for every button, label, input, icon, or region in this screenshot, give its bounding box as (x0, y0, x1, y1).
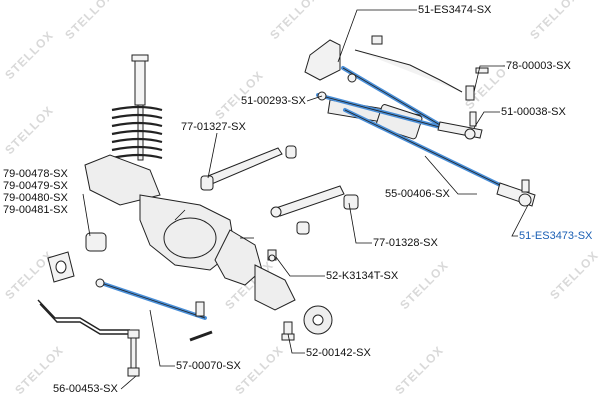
drag-link-upper (304, 35, 489, 101)
part-label-51-00038: 51-00038-SX (500, 106, 567, 118)
ball-joint-52-K3134T (267, 249, 277, 262)
watermark: STELLOX (392, 343, 446, 397)
part-label-77-01328: 77-01328-SX (372, 237, 439, 249)
part-label-79-00479: 79-00479-SX (2, 180, 69, 192)
watermark: STELLOX (267, 0, 321, 42)
watermark: STELLOX (527, 0, 581, 42)
part-label-79-00480: 79-00480-SX (2, 192, 69, 204)
stabilizer-bar (37, 299, 130, 335)
part-label-57-00070: 57-00070-SX (175, 360, 242, 372)
part-label-56-00453: 56-00453-SX (52, 383, 119, 395)
watermark: STELLOX (2, 248, 56, 302)
part-label-52-00142: 52-00142-SX (305, 347, 372, 359)
tie-rod-51-ES3474 (341, 66, 442, 127)
stabilizer-bushing (47, 232, 107, 283)
part-label-79-00481: 79-00481-SX (2, 204, 69, 216)
axle-housing (84, 154, 333, 335)
coil-spring (111, 105, 163, 160)
link-arm-77-01328 (270, 185, 359, 235)
part-label-51-ES3474: 51-ES3474-SX (417, 4, 493, 16)
part-label-51-ES3473: 51-ES3473-SX (518, 230, 594, 242)
link-arm-77-01327 (200, 145, 297, 191)
part-label-52-K3134T: 52-K3134T-SX (325, 270, 400, 282)
tie-rod-55-00406 (343, 108, 502, 187)
part-label-51-00293: 51-00293-SX (240, 95, 307, 107)
track-bar-57-00070 (95, 278, 213, 342)
part-label-78-00003: 78-00003-SX (505, 60, 572, 72)
stabilizer-link (127, 329, 140, 377)
part-label-79-00478: 79-00478-SX (2, 168, 69, 180)
watermark: STELLOX (62, 0, 116, 42)
watermark: STELLOX (547, 248, 600, 302)
tie-rod-end-51-ES3473 (496, 179, 536, 207)
watermark: STELLOX (397, 258, 451, 312)
tie-rod-end-51-00038 (437, 111, 483, 140)
part-label-55-00406: 55-00406-SX (384, 188, 451, 200)
watermark: STELLOX (2, 28, 56, 82)
part-label-77-01327: 77-01327-SX (180, 121, 247, 133)
ball-joint-52-00142 (281, 321, 295, 341)
watermark: STELLOX (2, 103, 56, 157)
shock-absorber (131, 54, 149, 161)
